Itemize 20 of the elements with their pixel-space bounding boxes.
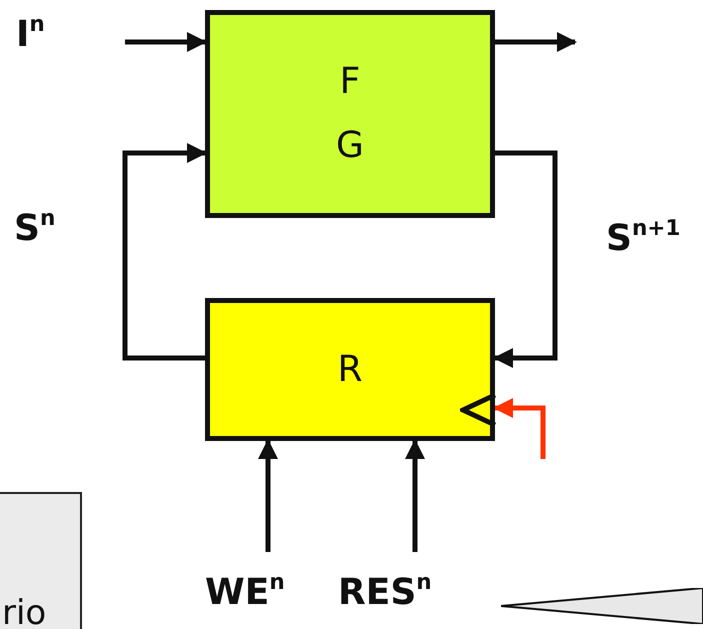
signal-label: I$^{n}$	[16, 12, 45, 56]
block-label: F	[340, 60, 360, 104]
signal-label: S$^{n+1}$	[606, 216, 680, 260]
logic-block	[205, 10, 495, 218]
signal-arrow	[495, 32, 577, 52]
block-label: R	[337, 348, 362, 392]
callout-pointer	[501, 588, 703, 624]
signal-label: S$^{n}$	[14, 206, 56, 250]
signal-arrow	[125, 32, 207, 52]
block-label: G	[336, 124, 364, 168]
signal-arrow	[122, 143, 207, 360]
logic-block	[205, 298, 495, 441]
signal-arrow	[405, 439, 425, 552]
note-box	[0, 492, 82, 629]
signal-name: WE$^{n}$	[205, 570, 285, 614]
note-text: rio	[1, 593, 46, 629]
clock-arrow	[493, 398, 546, 459]
signal-arrow	[493, 150, 558, 368]
signal-arrow	[258, 439, 278, 552]
signal-name: RES$^{n}$	[338, 570, 432, 614]
